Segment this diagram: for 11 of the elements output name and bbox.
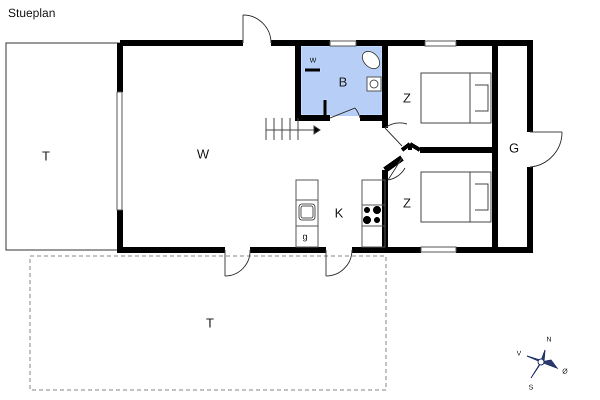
room-label: Z: [403, 196, 411, 210]
room-label: w: [310, 56, 316, 64]
room-label: B: [338, 76, 348, 88]
room-label: G: [508, 142, 520, 154]
room-label: Z: [403, 92, 411, 104]
room-label: T: [42, 150, 50, 162]
room-label: g: [302, 232, 308, 242]
room-label: T: [206, 316, 214, 330]
plan-title: Stueplan: [8, 6, 56, 20]
room-label: K: [334, 206, 344, 220]
room-label: W: [196, 148, 210, 160]
